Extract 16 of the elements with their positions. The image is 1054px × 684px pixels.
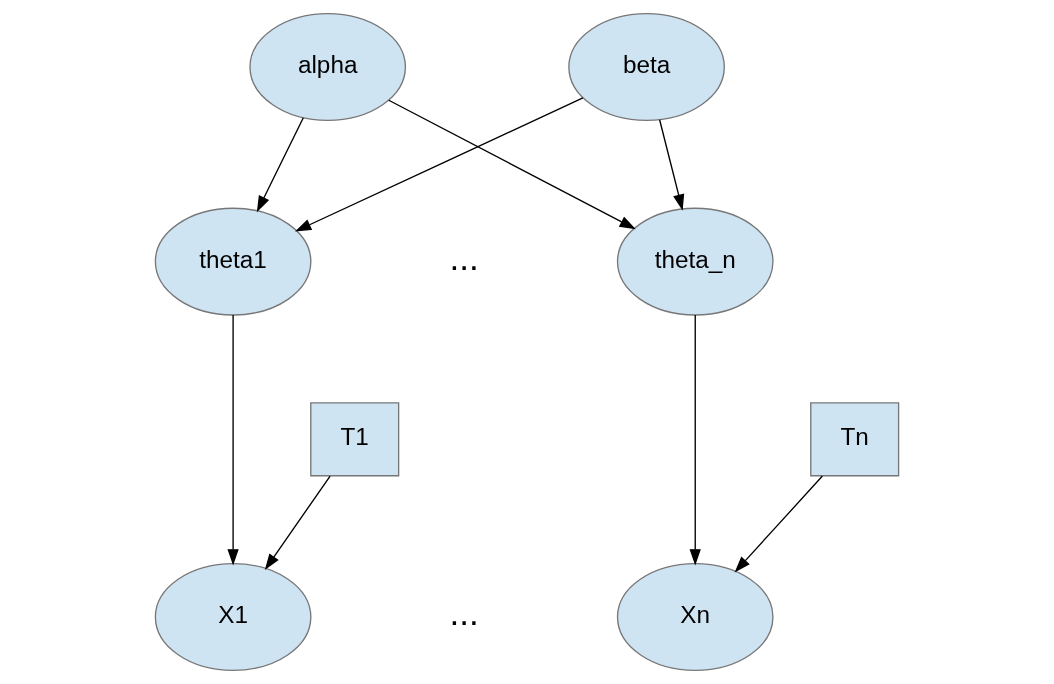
arrow [734,475,824,573]
node-box: Tn [810,402,900,477]
node-box: T1 [310,402,400,477]
arrow [256,117,304,213]
arrow [227,314,239,566]
arrow [689,314,701,566]
node-ellipse: alpha [249,12,407,122]
arrow [295,97,584,232]
label: ... [449,593,479,633]
arrow [264,475,331,570]
arrow [388,99,636,230]
node-ellipse: Xn [616,562,774,672]
arrow [658,119,685,211]
node-ellipse: X1 [154,562,312,672]
node-ellipse: beta [568,12,725,122]
label: ... [449,238,479,278]
